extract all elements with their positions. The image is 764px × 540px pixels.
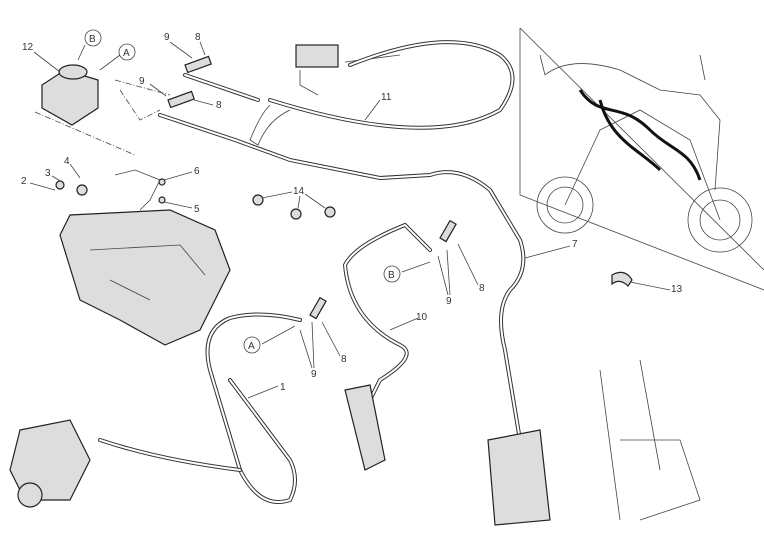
rear-caliper (9, 419, 91, 508)
callout-8: 8 (216, 100, 222, 111)
callout-13: 13 (671, 284, 683, 295)
callout-2: 2 (21, 176, 27, 187)
motorcycle-inset (519, 27, 764, 291)
callout-3: 3 (45, 168, 51, 179)
callout-1: 1 (280, 382, 286, 393)
brake-hoses (98, 40, 526, 504)
abs-unit (34, 64, 171, 156)
callout-9: 9 (139, 76, 145, 87)
callout-ref-a: A (248, 341, 255, 352)
front-master-cylinder (249, 44, 401, 146)
callout-ref-b: B (89, 34, 96, 45)
callout-10: 10 (416, 312, 428, 323)
callout-11: 11 (381, 92, 392, 103)
callout-9: 9 (164, 32, 170, 43)
callout-4: 4 (64, 156, 70, 167)
callout-labels: 12 B A 9 8 9 8 11 2 3 4 6 5 14 7 13 B 9 … (21, 29, 683, 393)
front-caliper-and-fork (344, 359, 701, 526)
callout-14: 14 (293, 186, 305, 197)
callout-9: 9 (446, 296, 452, 307)
callout-ref-b: B (388, 270, 395, 281)
abs-bracket-tray (55, 169, 231, 346)
callout-8: 8 (195, 32, 201, 43)
callout-7: 7 (572, 239, 578, 250)
leader-lines (29, 41, 671, 399)
callout-9: 9 (311, 369, 317, 380)
callout-8: 8 (479, 283, 485, 294)
callout-ref-a: A (123, 48, 130, 59)
callout-6: 6 (194, 166, 200, 177)
callout-8: 8 (341, 354, 347, 365)
callout-5: 5 (194, 204, 200, 215)
banjo-bolts (167, 55, 633, 320)
callout-12: 12 (22, 42, 34, 53)
